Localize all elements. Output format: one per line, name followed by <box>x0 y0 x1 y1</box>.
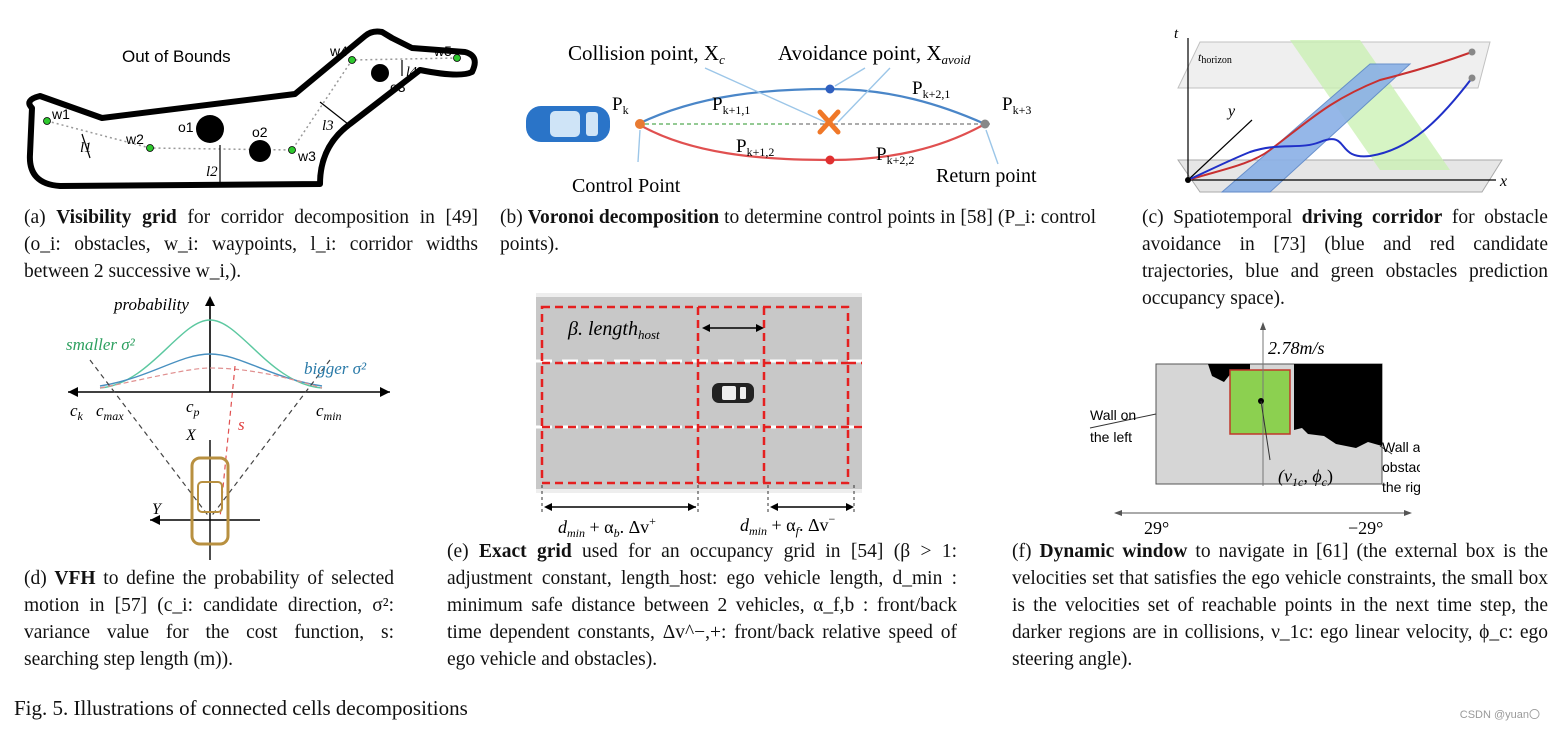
l3-label: l3 <box>322 118 334 134</box>
panel-f-figure: 2.78m/s Wall on the left Wall and obstac… <box>1089 322 1420 538</box>
caption-a: (a) Visibility grid for corridor decompo… <box>24 207 479 282</box>
caption-e: (e) Exact grid used for an occupancy gri… <box>447 541 957 670</box>
caption-b: (b) Voronoi decomposition to determine c… <box>500 207 1096 255</box>
panel-c-figure: t thorizon y x <box>1174 26 1507 193</box>
wall-left-label-2: the left <box>1090 429 1132 445</box>
x-axis-label: x <box>1499 173 1507 190</box>
red-trajectory <box>1187 51 1473 181</box>
return-point-label: Return point <box>936 165 1037 187</box>
green-occupancy <box>1290 40 1450 170</box>
smaller-sigma-curve <box>99 319 323 389</box>
panel-d-figure: probability smaller σ² bigger σ² ck cmax… <box>66 295 390 560</box>
obstacle-o1 <box>196 115 224 143</box>
control-point-pk <box>635 119 645 129</box>
x-label: X <box>185 427 197 444</box>
wall-right-label-2: obstacle on <box>1382 459 1420 475</box>
ck-label: ck <box>70 401 84 423</box>
avoidance-point <box>825 84 835 94</box>
o2-label: o2 <box>252 124 268 140</box>
waypoint-w3 <box>288 146 296 154</box>
collision-point-label: Collision point, Xc <box>568 41 725 67</box>
width-l3-marker <box>319 101 349 125</box>
vehicle-icon <box>190 456 230 546</box>
obstacle-o2 <box>249 140 271 162</box>
waypoint-w4 <box>348 56 356 64</box>
obstacle-o3 <box>371 64 389 82</box>
l4-label: l4 <box>406 65 417 80</box>
w5-label: w5 <box>433 43 452 59</box>
lower-path <box>637 123 986 162</box>
out-of-bounds-label: Out of Bounds <box>122 47 231 66</box>
s-label: s <box>238 415 245 434</box>
pk-label: Pk <box>612 94 629 117</box>
right-collision-region <box>1294 364 1382 448</box>
pk12-label: Pk+1,2 <box>736 136 774 159</box>
return-point <box>980 119 990 129</box>
waypoint-w1 <box>43 117 51 125</box>
caption-d: (d) VFH to define the probability of sel… <box>24 568 394 670</box>
ground-plane <box>1177 159 1503 193</box>
w1-label: w1 <box>51 106 70 122</box>
pk11-label: Pk+1,1 <box>712 94 750 117</box>
beta-length-label: β. lengthhost <box>567 318 660 342</box>
t-axis-label: t <box>1174 26 1179 42</box>
blue-trajectory <box>1187 77 1473 181</box>
figure-caption: Fig. 5. Illustrations of connected cells… <box>14 696 468 720</box>
w3-label: w3 <box>297 148 316 164</box>
bigger-sigma-label: bigger σ² <box>304 359 367 378</box>
wall-right-label-3: the right <box>1382 479 1420 495</box>
l2-label: l2 <box>206 164 218 180</box>
wall-left-label-1: Wall on <box>1090 407 1136 423</box>
cmin-label: cmin <box>316 401 342 423</box>
t-horizon-label: thorizon <box>1198 50 1232 66</box>
cp-label: cp <box>186 397 200 419</box>
left-collision-region <box>1208 364 1250 382</box>
o1-label: o1 <box>178 119 194 135</box>
w2-label: w2 <box>125 131 144 147</box>
y-axis-label: y <box>1226 103 1236 120</box>
waypoint-w5 <box>453 54 461 62</box>
pk21-label: Pk+2,1 <box>912 78 950 101</box>
panel-b-figure: Collision point, Xc Avoidance point, Xav… <box>526 41 1037 197</box>
y-label: Y <box>152 501 163 518</box>
dmin-front-label: dmin + αf. Δv− <box>740 512 836 538</box>
panel-e-figure: β. lengthhost dmin + αb. Δv+ dmin + αf. … <box>536 293 862 540</box>
pk22-label: Pk+2,2 <box>876 144 914 167</box>
right-angle-label: −29° <box>1348 518 1383 538</box>
cmax-label: cmax <box>96 401 124 423</box>
lower-point <box>825 155 835 165</box>
wall-right-label-1: Wall and <box>1382 439 1420 455</box>
exact-grid-cells <box>540 305 862 485</box>
probability-label: probability <box>113 295 189 314</box>
bigger-sigma-curve <box>99 353 323 387</box>
waypoint-w2 <box>146 144 154 152</box>
ego-vehicle-icon <box>712 383 754 403</box>
l1-label: l1 <box>80 140 92 156</box>
velocity-label: 2.78m/s <box>1268 338 1325 358</box>
car-icon <box>526 106 610 142</box>
left-angle-label: 29° <box>1144 518 1169 538</box>
w4-label: w4 <box>329 43 348 59</box>
width-l1-marker <box>81 133 91 159</box>
point-label: (v1c, ϕc) <box>1278 466 1333 489</box>
avoidance-point-label: Avoidance point, Xavoid <box>778 41 971 67</box>
o3-label: o3 <box>390 79 406 95</box>
control-point-label: Control Point <box>572 175 681 197</box>
smaller-sigma-label: smaller σ² <box>66 335 136 354</box>
watermark: CSDN @yuan〇 <box>1459 709 1540 721</box>
collision-x-mark <box>817 109 841 135</box>
pk3-label: Pk+3 <box>1002 94 1031 117</box>
caption-c: (c) Spatiotemporal driving corridor for … <box>1142 207 1548 309</box>
y-axis <box>1187 119 1253 181</box>
dashed-curve <box>99 367 323 389</box>
waypoint-path <box>46 57 458 151</box>
corridor-outline <box>26 28 478 189</box>
caption-f: (f) Dynamic window to navigate in [61] (… <box>1012 541 1548 670</box>
panel-a-figure: Out of Bounds w1 w2 w3 w4 w5 o1 o2 o3 l1… <box>26 28 478 189</box>
dmin-back-label: dmin + αb. Δv+ <box>558 514 656 540</box>
